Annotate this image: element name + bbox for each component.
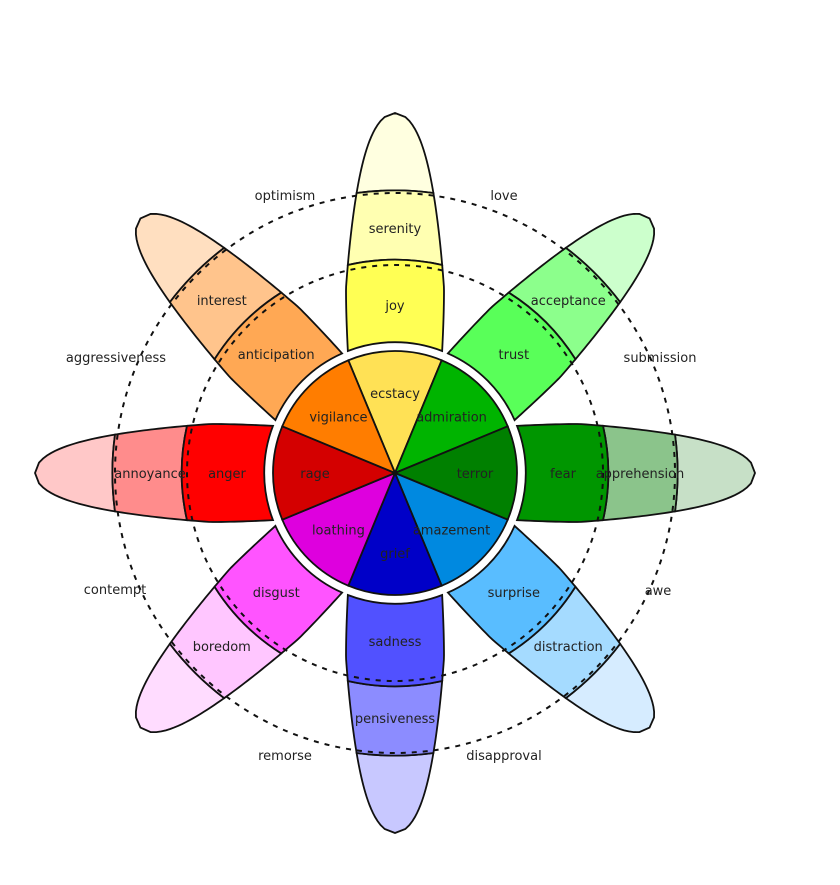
emotion-label-trust: trust xyxy=(499,348,530,363)
emotion-label-anticipation: anticipation xyxy=(238,348,315,363)
petal-anger xyxy=(34,423,275,523)
dyad-label-contempt: contempt xyxy=(84,583,146,598)
petal-tip xyxy=(34,433,117,513)
emotion-label-pensiveness: pensiveness xyxy=(355,712,436,727)
dyad-labels: love submission awe disapproval remorse conte… xyxy=(66,189,697,764)
segment-ecstacy xyxy=(347,350,443,476)
emotion-labels: ecstacy joy serenity admiration trust accepta… xyxy=(114,222,684,727)
segment-vigilance xyxy=(281,359,397,475)
dashed-circles xyxy=(114,192,676,754)
petal-anticipation xyxy=(134,212,344,422)
segment-admiration xyxy=(393,359,509,475)
petal-trust xyxy=(446,212,656,422)
segment-terror xyxy=(392,425,518,521)
emotion-label-grief: grief xyxy=(380,547,410,562)
emotion-label-sadness: sadness xyxy=(369,635,422,650)
emotion-label-loathing: loathing xyxy=(312,524,365,539)
dyad-label-awe: awe xyxy=(645,584,672,599)
emotion-label-terror: terror xyxy=(457,467,494,482)
petals xyxy=(34,112,756,834)
petal-disgust xyxy=(134,524,344,734)
dyad-label-submission: submission xyxy=(624,351,697,366)
segment-amazement xyxy=(393,471,509,587)
petal-fear xyxy=(515,423,756,523)
segment-rage xyxy=(272,425,398,521)
segment-disgust xyxy=(213,524,344,655)
emotion-label-acceptance: acceptance xyxy=(531,294,606,309)
petal-tip xyxy=(355,751,435,834)
segment-joy xyxy=(345,258,445,353)
petal-surprise xyxy=(446,524,656,734)
petal-tip xyxy=(355,112,435,195)
petal-tip xyxy=(673,433,756,513)
emotion-label-ecstacy: ecstacy xyxy=(370,387,420,402)
dyad-label-optimism: optimism xyxy=(255,189,316,204)
emotion-label-vigilance: vigilance xyxy=(309,410,367,425)
emotion-label-rage: rage xyxy=(300,467,330,482)
emotion-label-distraction: distraction xyxy=(534,640,603,655)
emotion-label-interest: interest xyxy=(197,294,247,309)
dyad-label-aggressiveness: aggressiveness xyxy=(66,351,166,366)
emotion-label-amazement: amazement xyxy=(413,524,490,539)
emotion-label-admiration: admiration xyxy=(416,410,487,425)
emotion-label-annoyance: annoyance xyxy=(114,467,185,482)
emotion-label-boredom: boredom xyxy=(193,640,251,655)
emotion-label-serenity: serenity xyxy=(369,222,422,237)
segment-anticipation xyxy=(213,291,344,422)
emotion-label-apprehension: apprehension xyxy=(596,467,685,482)
emotion-label-fear: fear xyxy=(550,467,577,482)
petal-sadness xyxy=(345,593,445,834)
emotion-label-disgust: disgust xyxy=(253,586,300,601)
segment-loathing xyxy=(281,471,397,587)
dyad-label-remorse: remorse xyxy=(258,749,312,764)
outer-dashed-circle xyxy=(114,192,676,754)
segment-grief xyxy=(347,470,443,596)
dyad-label-love: love xyxy=(490,189,517,204)
dyad-label-disapproval: disapproval xyxy=(466,749,541,764)
emotion-label-surprise: surprise xyxy=(488,586,540,601)
segment-anger xyxy=(180,423,275,523)
emotion-label-joy: joy xyxy=(384,299,405,314)
emotion-label-anger: anger xyxy=(208,467,246,482)
petal-joy xyxy=(345,112,445,353)
inner-dashed-circle xyxy=(186,264,604,682)
